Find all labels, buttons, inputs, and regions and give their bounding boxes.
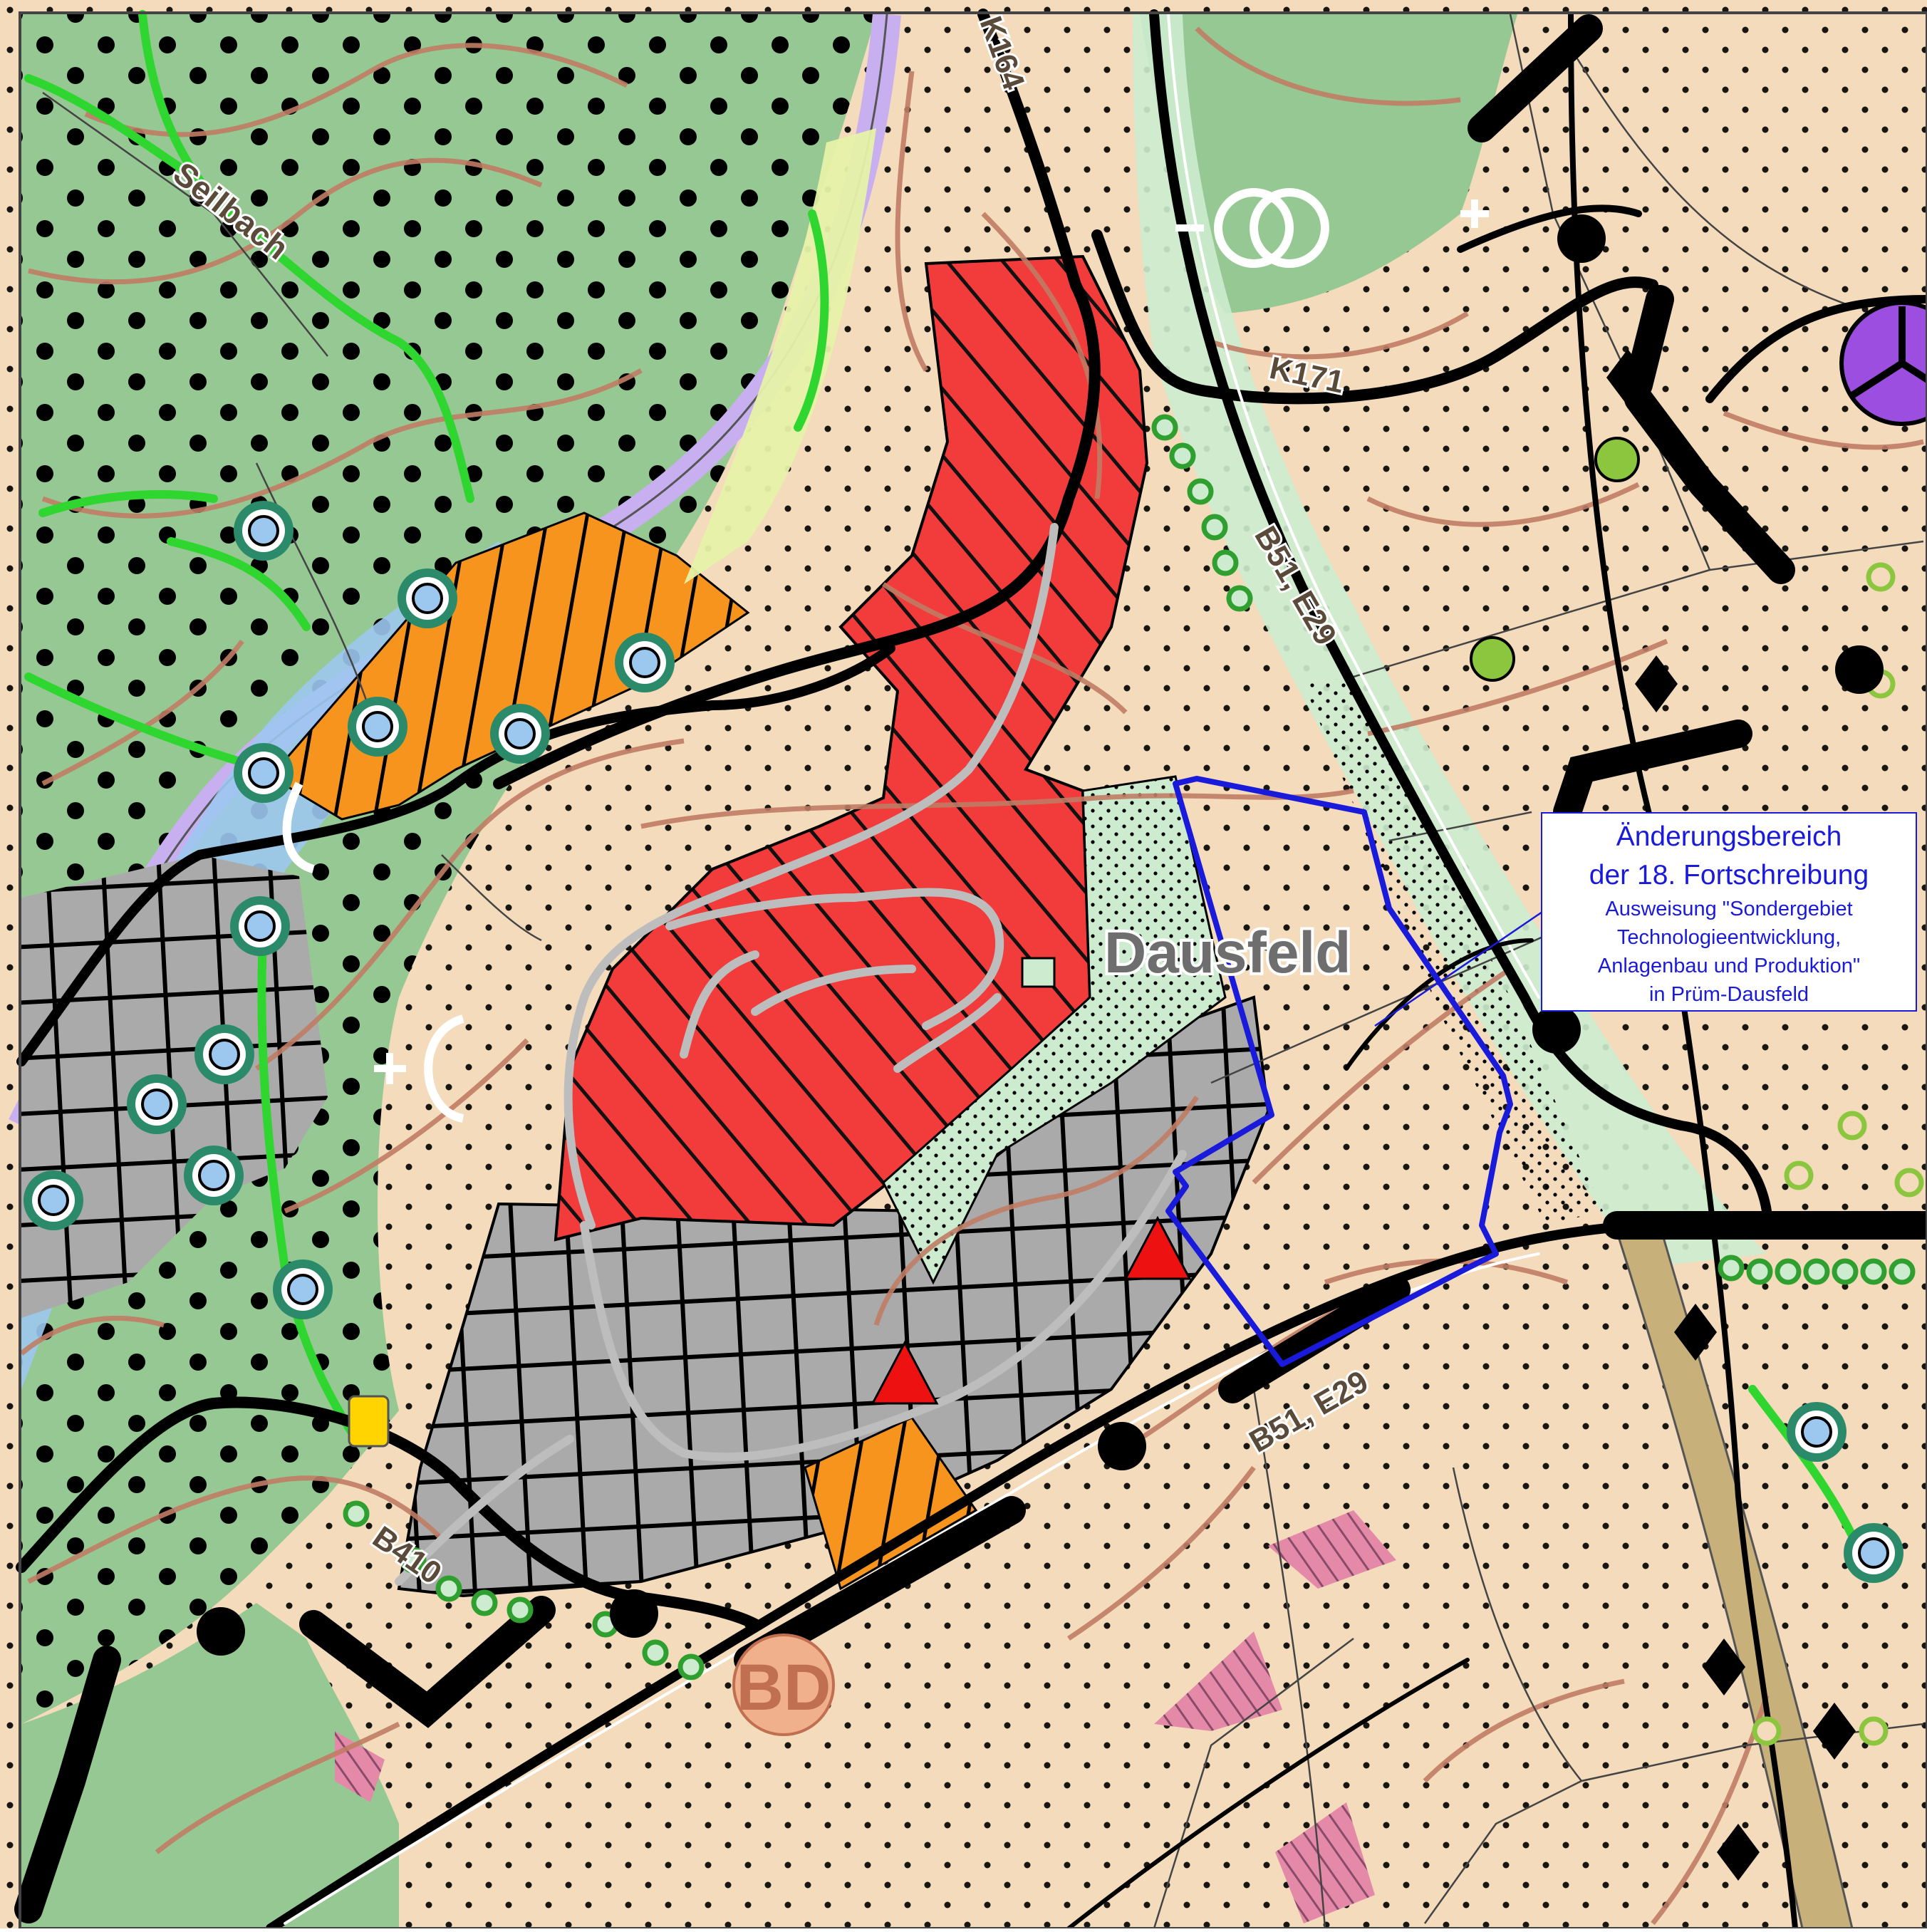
forest-northeast — [1140, 14, 1517, 313]
triangle-marker-icon — [871, 1340, 939, 1405]
well-circle-icon — [1844, 1523, 1903, 1583]
plus-icon — [1460, 199, 1489, 228]
field-boundaries — [42, 14, 1924, 1929]
legend-desc-line2: Technologieentwicklung, — [1616, 926, 1842, 949]
well-circle-icon — [348, 697, 407, 757]
legend-title-line1: Änderungsbereich — [1616, 821, 1842, 852]
junction-nodes — [197, 214, 1884, 1656]
well-circle-icon — [398, 568, 457, 628]
green-blob-markers — [1470, 437, 1640, 682]
yellow-strip — [684, 128, 876, 584]
well-circle-icon — [234, 501, 294, 561]
legend-leader-line — [1374, 910, 1543, 1027]
settlement-square — [1021, 957, 1056, 988]
forest-southwest — [21, 1603, 399, 1928]
well-circle-icon — [1787, 1402, 1847, 1462]
plus-icons — [374, 199, 1489, 1084]
plus-icon — [374, 1053, 406, 1084]
well-circle-icon — [615, 633, 675, 692]
bd-symbol: BD — [732, 1634, 835, 1736]
diamond-nodes — [1606, 349, 1856, 1881]
legend-desc-line3: Anlagenbau und Produktion" — [1597, 955, 1861, 977]
well-circle-icon — [24, 1170, 83, 1230]
pink-zone-2 — [1154, 1631, 1282, 1731]
pink-zone-1 — [1268, 1510, 1396, 1589]
wind-turbine-icon — [1839, 301, 1927, 426]
well-circle-icon — [230, 896, 290, 956]
green-circle-markers — [343, 414, 1916, 1681]
well-circle-icon — [127, 1074, 187, 1134]
place-label-dausfeld: Dausfeld — [1104, 920, 1351, 985]
legend-desc-line1: Ausweisung "Sondergebiet — [1605, 898, 1853, 920]
yellow-symbol — [348, 1395, 390, 1448]
planned-roads — [14, 14, 1927, 1923]
change-area-legend: Änderungsbereich der 18. Fortschreibung … — [1541, 812, 1917, 1012]
well-circle-icon — [234, 743, 294, 803]
triangle-marker-icon — [1123, 1215, 1192, 1280]
bd-label: BD — [737, 1651, 831, 1724]
well-circle-icons — [24, 501, 1903, 1583]
omega-symbols — [282, 188, 1329, 1123]
road-b51 — [1149, 9, 1772, 1216]
pink-zone-3 — [1275, 1802, 1375, 1923]
legend-title-line2: der 18. Fortschreibung — [1589, 860, 1869, 890]
change-area-outline — [1165, 776, 1513, 1367]
orange-zone-south — [804, 1416, 978, 1591]
yellow-circle-markers — [1752, 562, 1924, 1746]
well-circle-icon — [490, 704, 550, 764]
well-circle-icon — [273, 1260, 333, 1319]
triangle-marker-icons — [871, 1215, 1192, 1405]
legend-desc-line4: in Prüm-Dausfeld — [1648, 983, 1809, 1006]
well-circle-icon — [194, 1024, 254, 1084]
well-circle-icon — [184, 1146, 244, 1205]
